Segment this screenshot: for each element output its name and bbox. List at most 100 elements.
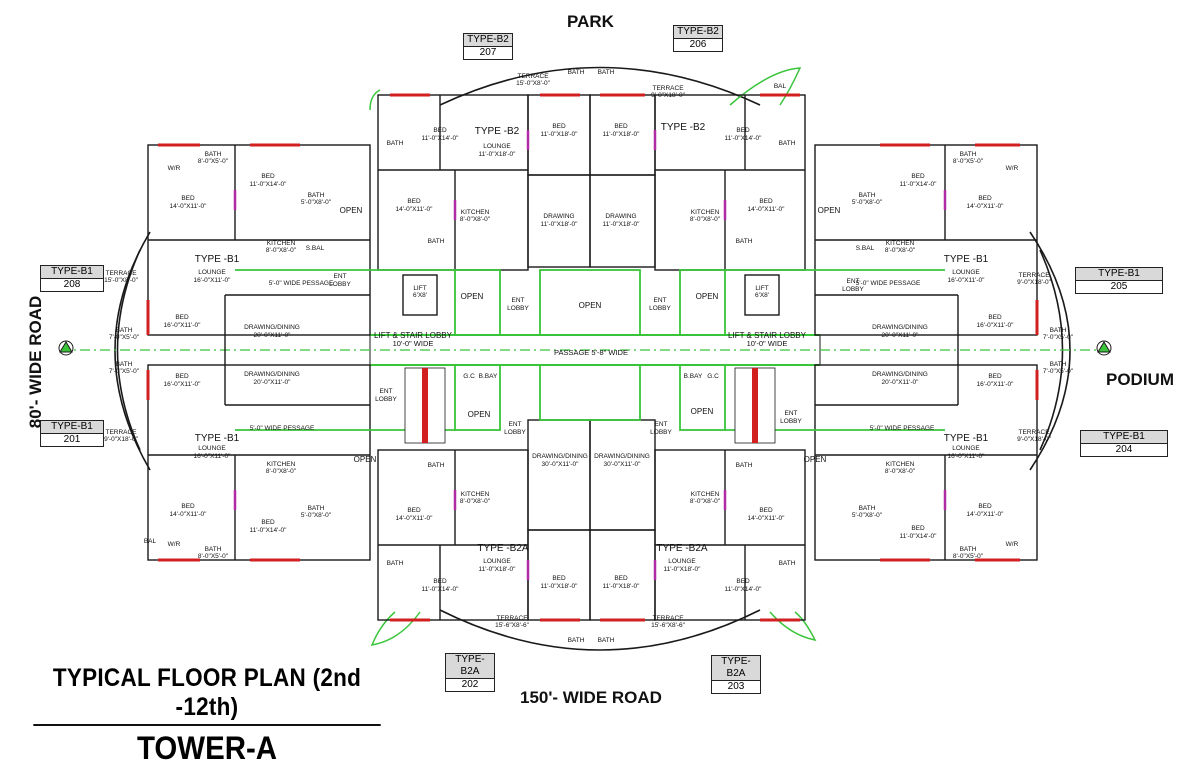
bed-dim: 16'-0"X11'-0" bbox=[164, 381, 202, 388]
gc-label: G.C bbox=[463, 373, 475, 380]
ent-lobby: ENT bbox=[654, 297, 667, 304]
unit-number: 201 bbox=[63, 434, 81, 445]
bed-dim: 11'-0"X14'-0" bbox=[725, 135, 763, 142]
terrace-label: TERRACE bbox=[652, 615, 684, 622]
kitchen-label: KITCHEN bbox=[886, 461, 915, 468]
unit-203-block bbox=[654, 449, 806, 621]
bath-label: BATH bbox=[1050, 361, 1067, 368]
kitchen-label: KITCHEN bbox=[461, 491, 490, 498]
bath-label: BATH bbox=[736, 238, 753, 245]
drawing-dining-dim: 20'-0"X11'-0" bbox=[254, 379, 292, 386]
lounge-dim: 16'-0"X11'-0" bbox=[194, 453, 232, 460]
bath-dim: 8'-0"X5'-0" bbox=[198, 158, 229, 165]
bed-dim: 11'-0"X18'-0" bbox=[541, 583, 579, 590]
bed-label: BED bbox=[988, 314, 1002, 321]
balcony-ne bbox=[729, 67, 802, 106]
bath-dim: 5'-0"X8'-0" bbox=[301, 199, 332, 206]
bed-label: BED bbox=[978, 195, 992, 202]
bed-dim: 11'-0"X18'-0" bbox=[603, 131, 641, 138]
drawing-dining-label: DRAWING/DINING bbox=[532, 453, 588, 460]
bed-label: BED bbox=[759, 507, 773, 514]
bed-dim: 14'-0"X11'-0" bbox=[967, 203, 1005, 210]
plan-title: TYPICAL FLOOR PLAN (2nd -12th) bbox=[33, 664, 381, 726]
drawing-dim: 11'-0"X18'-0" bbox=[541, 221, 579, 228]
balcony-se bbox=[769, 611, 817, 642]
lounge-label: LOUNGE bbox=[483, 143, 511, 150]
title-block: TYPICAL FLOOR PLAN (2nd -12th) TOWER-A bbox=[14, 664, 400, 767]
bath-dim: 5'-0"X8'-0" bbox=[852, 199, 883, 206]
bal-label: BAL bbox=[144, 538, 157, 545]
bed-dim: 11'-0"X18'-0" bbox=[541, 131, 579, 138]
unit-tag-205: TYPE-B1 205 bbox=[1075, 267, 1163, 294]
type-b2a-west: TYPE -B2A bbox=[477, 543, 528, 554]
unit-type: TYPE-B2A bbox=[446, 654, 494, 679]
terrace-dim: 9'-0"X18'-0" bbox=[651, 92, 686, 99]
bed-dim: 14'-0"X11'-0" bbox=[748, 515, 786, 522]
lift-lobby-label: LIFT & STAIR LOBBY bbox=[728, 331, 807, 340]
bed-dim: 11'-0"X14'-0" bbox=[422, 586, 460, 593]
open-label: OPEN bbox=[804, 455, 827, 464]
wr-label: W/R bbox=[168, 165, 181, 172]
lounge-label: LOUNGE bbox=[952, 269, 980, 276]
room-labels: TYPE -B2 TYPE -B2 TYPE -B1 TYPE -B1 TYPE… bbox=[104, 69, 1074, 644]
ent-lobby: ENT bbox=[512, 297, 525, 304]
drawing-label: DRAWING bbox=[605, 213, 636, 220]
stairs bbox=[404, 367, 776, 444]
wr-label: W/R bbox=[168, 541, 181, 548]
unit-number: 203 bbox=[727, 681, 745, 692]
open-court-n bbox=[539, 269, 641, 336]
bath-label: BATH bbox=[205, 151, 222, 158]
bath-dim: 7'-0"X5'-0" bbox=[109, 368, 140, 375]
terrace-label: TERRACE bbox=[1018, 429, 1050, 436]
unit-number: 206 bbox=[689, 39, 707, 50]
open-label: OPEN bbox=[461, 292, 484, 301]
north-label: PARK bbox=[567, 12, 614, 31]
lounge-label: LOUNGE bbox=[198, 269, 226, 276]
terrace-label: TERRACE bbox=[105, 429, 137, 436]
bed-label: BED bbox=[759, 198, 773, 205]
bath-label: BATH bbox=[960, 151, 977, 158]
kitchen-label: KITCHEN bbox=[267, 240, 296, 247]
open-label: OPEN bbox=[691, 407, 714, 416]
bath-label: BATH bbox=[428, 462, 445, 469]
windows bbox=[146, 93, 1039, 622]
sbal-label: S.BAL bbox=[856, 245, 875, 252]
unit-tag-202: TYPE-B2A 202 bbox=[445, 653, 495, 692]
bed-label: BED bbox=[911, 173, 925, 180]
terrace-label: TERRACE bbox=[105, 270, 137, 277]
bed-label: BED bbox=[181, 195, 195, 202]
bath-dim: 8'-0"X5'-0" bbox=[953, 158, 984, 165]
drawing-dining-dim: 20'-0"X11'-0" bbox=[882, 379, 920, 386]
bed-label: BED bbox=[407, 507, 421, 514]
bed-label: BED bbox=[175, 373, 189, 380]
lift-dim: 6'X8' bbox=[413, 292, 427, 299]
unit-number: 208 bbox=[63, 279, 81, 290]
bed-label: BED bbox=[552, 123, 566, 130]
bed-dim: 11'-0"X14'-0" bbox=[422, 135, 460, 142]
lift-lobby-dim: 10'-0" WIDE bbox=[393, 339, 434, 348]
kitchen-label: KITCHEN bbox=[886, 240, 915, 247]
bath-dim: 5'-0"X8'-0" bbox=[852, 512, 883, 519]
type-b2-east: TYPE -B2 bbox=[661, 122, 706, 133]
kitchen-label: KITCHEN bbox=[461, 209, 490, 216]
bed-label: BED bbox=[614, 123, 628, 130]
lounge-label: LOUNGE bbox=[483, 558, 511, 565]
bath-label: BATH bbox=[568, 69, 585, 76]
open-label: OPEN bbox=[579, 301, 602, 310]
bed-dim: 16'-0"X11'-0" bbox=[977, 381, 1015, 388]
bbay-label: B.BAY bbox=[684, 373, 703, 380]
wide-passage-label: 5'-0" WIDE PESSAGE bbox=[250, 425, 315, 432]
unit-tag-203: TYPE-B2A 203 bbox=[711, 655, 761, 694]
bath-label: BATH bbox=[598, 637, 615, 644]
gc-label: G.C bbox=[707, 373, 719, 380]
lounge-label: LOUNGE bbox=[668, 558, 696, 565]
drawing-dining-label: DRAWING/DINING bbox=[872, 324, 928, 331]
north-arc bbox=[439, 66, 761, 106]
open-court-ne bbox=[679, 269, 726, 336]
bath-label: BATH bbox=[428, 238, 445, 245]
bed-label: BED bbox=[261, 173, 275, 180]
tower-title: TOWER-A bbox=[136, 730, 278, 766]
kitchen-dim: 8'-0"X8'-0" bbox=[885, 468, 916, 475]
kitchen-label: KITCHEN bbox=[267, 461, 296, 468]
terrace-dim: 15'-0"X8'-0" bbox=[516, 80, 551, 87]
